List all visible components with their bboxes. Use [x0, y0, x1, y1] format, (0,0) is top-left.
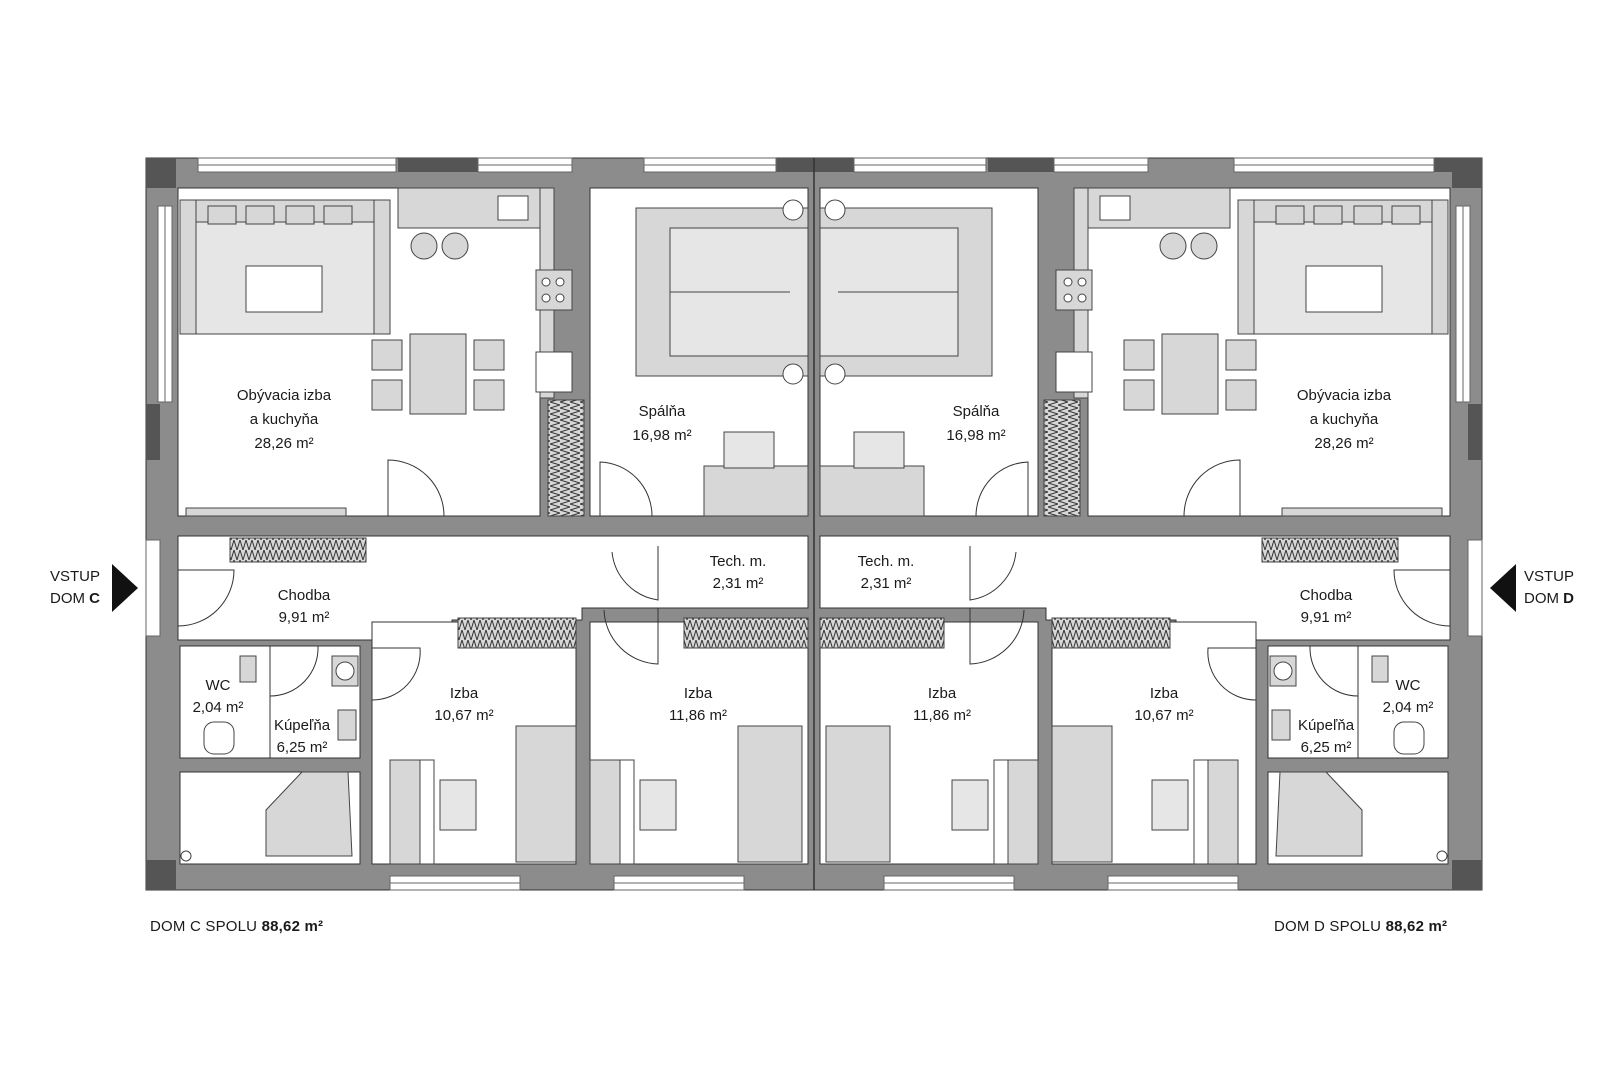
total-d-label: DOM D SPOLU [1274, 918, 1382, 935]
entry-c-line1: VSTUP [49, 568, 100, 585]
entry-c-prefix: DOM [49, 590, 85, 607]
label-c-room2-area: 11,86 m² [669, 707, 727, 724]
label-d-room2-area: 11,86 m² [913, 707, 971, 724]
total-c-value: 88,62 m² [261, 918, 324, 935]
label-d-hall: Chodba [1300, 587, 1353, 604]
room-labels-house-c: Obývacia izba a kuchyňa 28,26 m² Spálňa … [193, 387, 767, 756]
room-labels-house-d: Obývacia izba a kuchyňa 28,26 m² Spálňa … [858, 387, 1434, 756]
label-d-tech: Tech. m. [858, 553, 915, 570]
label-c-room2: Izba [684, 685, 713, 702]
windows [145, 157, 1483, 891]
label-c-bath: Kúpeľňa [274, 717, 331, 734]
label-c-bedroom-area: 16,98 m² [632, 427, 691, 444]
doors [177, 459, 1451, 701]
label-c-bath-area: 6,25 m² [277, 739, 328, 756]
label-c-wc-area: 2,04 m² [193, 699, 244, 716]
entry-label-d: VSTUP DOM D [1524, 566, 1594, 610]
label-d-bedroom: Spálňa [953, 403, 1000, 420]
label-c-tech: Tech. m. [710, 553, 767, 570]
total-d-value: 88,62 m² [1385, 918, 1448, 935]
label-d-bath: Kúpeľňa [1298, 717, 1355, 734]
entry-label-c: VSTUP DOM C [30, 566, 100, 610]
entry-arrow-d-icon [1490, 564, 1516, 612]
entry-c-letter: C [89, 590, 100, 607]
label-d-wc-area: 2,04 m² [1383, 699, 1434, 716]
label-d-tech-area: 2,31 m² [861, 575, 912, 592]
label-c-wc: WC [206, 677, 231, 694]
label-c-bedroom: Spálňa [639, 403, 686, 420]
label-c-living-area: 28,26 m² [254, 435, 313, 452]
entry-d-letter: D [1563, 590, 1575, 607]
label-c-room1: Izba [450, 685, 479, 702]
label-d-bedroom-area: 16,98 m² [946, 427, 1005, 444]
label-c-tech-area: 2,31 m² [713, 575, 764, 592]
label-c-room1-area: 10,67 m² [434, 707, 493, 724]
label-d-room1-area: 10,67 m² [1134, 707, 1193, 724]
label-d-hall-area: 9,91 m² [1301, 609, 1352, 626]
total-house-c: DOM C SPOLU 88,62 m² [150, 918, 323, 935]
label-d-room1: Izba [1150, 685, 1179, 702]
label-c-hall: Chodba [278, 587, 331, 604]
furniture-house-c [179, 187, 809, 865]
entry-d-line2: DOM D [1524, 588, 1594, 610]
total-c-label: DOM C SPOLU [150, 918, 258, 935]
label-c-living-1: Obývacia izba [237, 387, 332, 404]
entry-d-prefix: DOM [1524, 590, 1559, 607]
entry-d-line1: VSTUP [1524, 568, 1575, 585]
label-d-living-2: a kuchyňa [1310, 411, 1379, 428]
total-house-d: DOM D SPOLU 88,62 m² [1274, 918, 1447, 935]
label-c-hall-area: 9,91 m² [279, 609, 330, 626]
label-d-living-1: Obývacia izba [1297, 387, 1392, 404]
entry-arrow-c-icon [112, 564, 138, 612]
label-d-living-area: 28,26 m² [1314, 435, 1373, 452]
label-d-bath-area: 6,25 m² [1301, 739, 1352, 756]
label-d-wc: WC [1396, 677, 1421, 694]
entry-c-line2: DOM C [30, 588, 100, 610]
label-d-room2: Izba [928, 685, 957, 702]
label-c-living-2: a kuchyňa [250, 411, 319, 428]
furniture-house-d [819, 187, 1449, 865]
